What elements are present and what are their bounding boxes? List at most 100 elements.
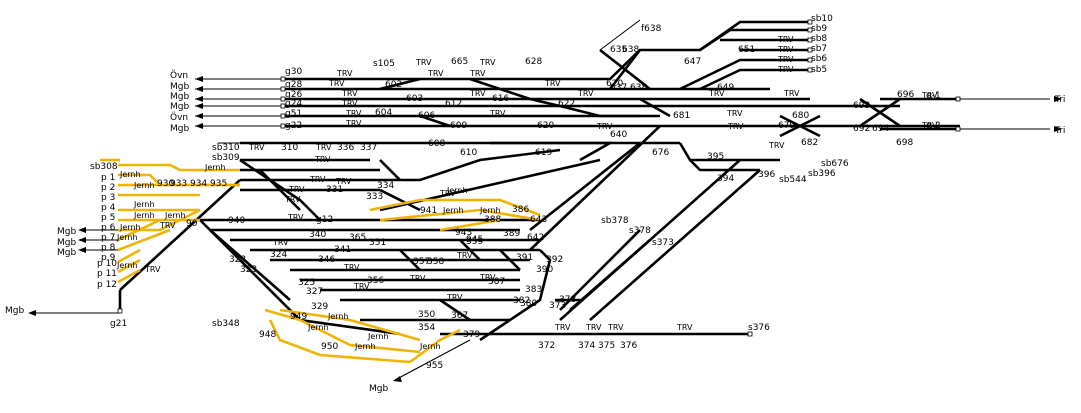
jernh-p10[interactable]: [117, 248, 141, 264]
trv-label: TRV: [777, 65, 794, 74]
label-635: 635: [610, 45, 627, 55]
label-tri-2: Tri: [1054, 126, 1065, 136]
jernh-949[interactable]: [279, 308, 421, 342]
track-390[interactable]: [479, 249, 552, 342]
switch-356[interactable]: [399, 249, 421, 271]
label-sb7: sb7: [811, 44, 827, 54]
label-383: 383: [525, 285, 542, 295]
jernh-945[interactable]: [439, 218, 501, 232]
label-396: 396: [758, 170, 775, 180]
label-p11: p 11: [97, 269, 117, 279]
label-90: 90: [186, 219, 198, 229]
label-955: 955: [426, 361, 443, 371]
switch-380[interactable]: [439, 298, 471, 322]
label-p12: p 12: [97, 280, 117, 290]
jernh-p7[interactable]: [118, 208, 201, 232]
crossover-638[interactable]: [608, 49, 642, 90]
switch-602[interactable]: [379, 77, 421, 91]
trv-label: TRV: [439, 189, 456, 198]
label-ovn-2: Övn: [170, 112, 188, 123]
label-378: 378: [559, 295, 576, 305]
track-610[interactable]: [490, 141, 615, 162]
crossover-694[interactable]: [859, 97, 901, 128]
label-386: 386: [512, 205, 529, 215]
jernh-label: Jernh: [133, 200, 155, 209]
jernh-sb308[interactable]: [100, 158, 120, 165]
track-sb5[interactable]: [699, 68, 810, 91]
track-333[interactable]: [240, 148, 561, 182]
switch-fan-2[interactable]: [259, 169, 301, 211]
label-mgb-8: Mgb: [5, 306, 24, 316]
label-p9: p 9: [101, 253, 116, 263]
switch-359[interactable]: [459, 239, 481, 261]
label-346: 346: [318, 255, 335, 265]
jernh-p9[interactable]: [117, 228, 171, 252]
track-g21-diag[interactable]: [119, 179, 241, 291]
label-934: 934: [190, 179, 207, 189]
track-s373[interactable]: [569, 239, 651, 311]
track-396[interactable]: [689, 159, 760, 172]
label-602: 602: [385, 80, 402, 90]
diag-619[interactable]: [529, 141, 641, 232]
jernh-950[interactable]: [268, 319, 411, 364]
switch-620[interactable]: [559, 104, 640, 118]
label-g28: g28: [285, 80, 302, 90]
label-sb308: sb308: [90, 162, 118, 172]
track-395[interactable]: [678, 142, 780, 162]
jernh-p1[interactable]: [118, 163, 240, 172]
label-643: 643: [530, 215, 547, 225]
switch-606[interactable]: [419, 114, 451, 128]
track-sb9[interactable]: [699, 28, 810, 52]
switch-622[interactable]: [529, 97, 561, 108]
label-651: 651: [738, 45, 755, 55]
switch-391[interactable]: [499, 249, 521, 271]
label-350: 350: [418, 310, 435, 320]
trv-label: TRV: [921, 91, 938, 100]
jernh-p8[interactable]: [117, 218, 161, 242]
jernh-p12[interactable]: [117, 268, 141, 284]
jernh-943[interactable]: [379, 208, 541, 222]
label-374: 374: [578, 341, 595, 351]
label-329: 329: [311, 302, 328, 312]
label-375: 375: [598, 341, 615, 351]
label-606: 606: [418, 111, 435, 121]
label-379: 379: [463, 330, 480, 340]
label-g26: g26: [285, 90, 302, 100]
label-mgb-4: Mgb: [170, 124, 189, 134]
diag-396[interactable]: [589, 169, 761, 321]
trv-label: TRV: [345, 119, 362, 128]
switch-651[interactable]: [639, 97, 671, 118]
jernh-p11[interactable]: [117, 258, 141, 274]
track-sb6[interactable]: [679, 58, 810, 91]
jernh-948[interactable]: [264, 308, 421, 354]
trv-label: TRV: [777, 35, 794, 44]
label-694: 694: [872, 124, 889, 134]
connections: [28, 19, 1062, 382]
diag-640[interactable]: [529, 125, 661, 251]
switch-665[interactable]: [469, 77, 501, 91]
crossover-682[interactable]: [779, 114, 821, 138]
jernh-label: Jernh: [367, 332, 389, 341]
track-sb10[interactable]: [560, 20, 810, 81]
switch-fan-1[interactable]: [239, 158, 321, 221]
switch-331b[interactable]: [379, 188, 421, 212]
label-p2: p 2: [101, 183, 115, 193]
jernh-941[interactable]: [369, 198, 541, 217]
label-g21: g21: [110, 319, 127, 329]
label-351: 351: [369, 238, 386, 248]
label-637: 637: [610, 83, 627, 93]
label-679: 679: [778, 121, 795, 131]
trv-label: TRV: [284, 195, 301, 204]
switch-616[interactable]: [499, 87, 531, 101]
label-mgb-9: Mgb: [369, 384, 388, 394]
track-s378[interactable]: [559, 229, 641, 311]
trv-label: TRV: [577, 89, 594, 98]
switch-337[interactable]: [379, 159, 401, 181]
track-323[interactable]: [209, 229, 291, 301]
jernh-955[interactable]: [409, 328, 461, 364]
label-337: 337: [360, 143, 377, 153]
label-380: 380: [520, 299, 537, 309]
label-331: 331: [326, 185, 343, 195]
label-p3: p 3: [101, 193, 115, 203]
jernh-label: Jernh: [133, 211, 155, 220]
